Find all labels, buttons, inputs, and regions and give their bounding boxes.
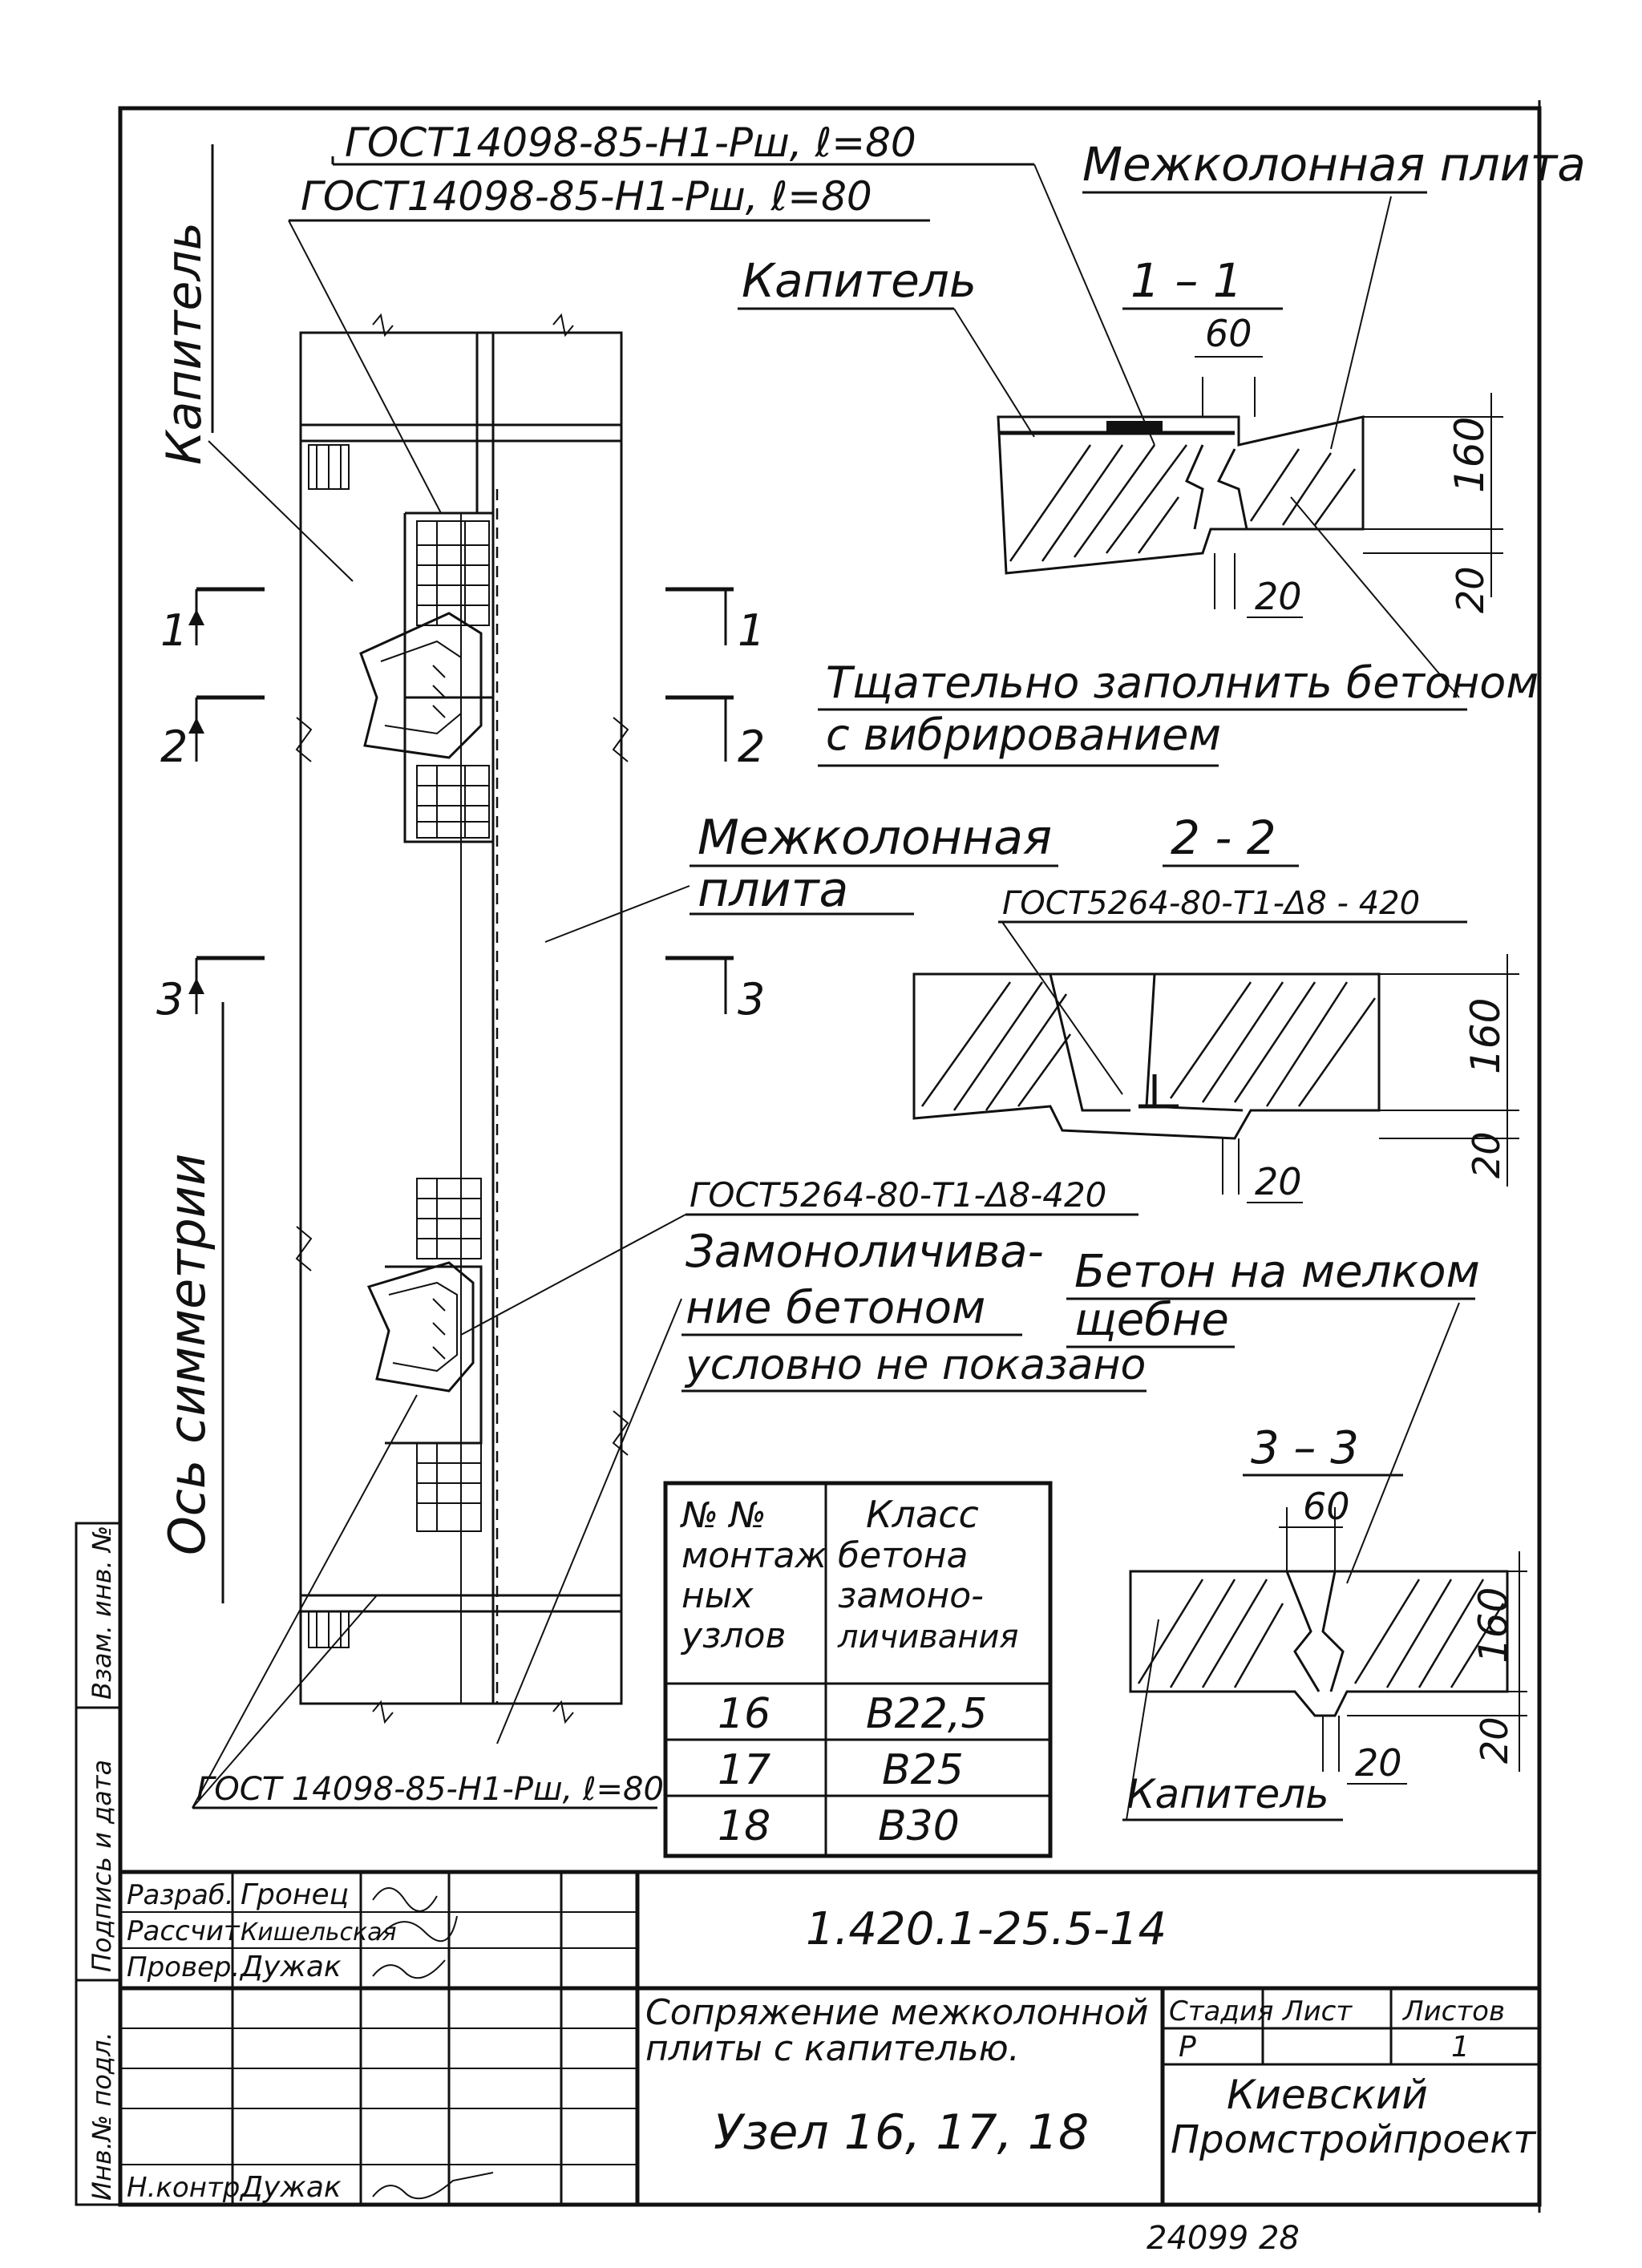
desc-line-2: плиты с капителью.	[645, 2028, 1020, 2069]
sheet-header: Лист	[1281, 1995, 1353, 2027]
table-grade-16: В22,5	[866, 1690, 987, 1738]
role-calculated: Рассчит.	[127, 1915, 249, 1947]
stage-header: Стадия	[1169, 1995, 1273, 2027]
dim-20-mid-h: 20	[1255, 1160, 1302, 1203]
cut-1-left: 1	[160, 605, 188, 656]
role-norm-control: Н.контр.	[127, 2172, 249, 2204]
section-2-2: 160 20	[912, 954, 1519, 1195]
gost-note-top-1: ГОСТ14098-85-Н1-Рш, ℓ=80	[331, 119, 1155, 446]
interslab-label-top: Межколонная плита	[1082, 137, 1586, 192]
dim-20-low-v: 20	[1473, 1716, 1516, 1764]
gost-note-top-2: ГОСТ14098-85-Н1-Рш, ℓ=80	[288, 173, 930, 514]
note-fine-concrete-1: Бетон на мелком	[1074, 1246, 1480, 1298]
interslab-mid-1: Межколонная	[698, 810, 1052, 866]
footer-number: 24099 28	[1147, 2220, 1300, 2257]
note-monolith-2: ние бетоном	[686, 1282, 985, 1334]
dim-20-mid-v: 20	[1465, 1131, 1508, 1178]
gost-weld-label-4: ГОСТ5264-80-Т1-Δ8-420	[690, 1175, 1106, 1215]
dim-60-top: 60	[1205, 312, 1252, 355]
section-3-3-title: 3 – 3	[1251, 1422, 1359, 1474]
sheets-value: 1	[1451, 2031, 1470, 2064]
capital-label-low: Капитель	[1126, 1771, 1329, 1817]
section-1-1: 60 160 20 20	[997, 312, 1503, 698]
signature-3	[372, 1959, 446, 1979]
desc-line-1: Сопряжение межколонной	[645, 1992, 1148, 2033]
cut-2-right: 2	[738, 722, 765, 772]
dim-60-low: 60	[1303, 1485, 1350, 1528]
concrete-class-table	[663, 1481, 1053, 1858]
note-fill-concrete: Тщательно заполнить бетоном	[826, 657, 1539, 708]
table-node-16: 16	[718, 1690, 770, 1738]
axis-vertical-label: Ось симметрии	[158, 1154, 216, 1555]
sheets-header: Листов	[1401, 1995, 1505, 2027]
cut-3-right: 3	[738, 974, 765, 1025]
side-replace-label: Взам. инв. №	[87, 1526, 117, 1700]
section-2-2-title: 2 - 2	[1171, 811, 1276, 865]
note-monolith-3: условно не показано	[684, 1341, 1146, 1389]
section-1-1-title: 1 – 1	[1130, 253, 1243, 308]
table-header-left-1: № №	[679, 1495, 766, 1536]
note-monolith-1: Замоноличива-	[686, 1226, 1044, 1278]
dim-160-mid: 160	[1462, 998, 1509, 1074]
org-line-1: Киевский	[1227, 2072, 1428, 2118]
org-line-2: Промстройпроект	[1171, 2117, 1537, 2162]
table-node-18: 18	[718, 1802, 770, 1850]
cut-2-left: 2	[160, 722, 188, 772]
cut-3-left: 3	[156, 974, 184, 1025]
dim-20-top-v: 20	[1449, 566, 1492, 613]
note-with-vibration: с вибрированием	[826, 710, 1221, 760]
side-signature-label: Подпись и дата	[87, 1760, 117, 1972]
capital-label-top: Капитель	[742, 253, 977, 308]
cut-markers: 1 1 2 2 3 3	[156, 587, 765, 1025]
signature-4	[372, 2172, 494, 2200]
node-title: Узел 16, 17, 18	[714, 2104, 1089, 2161]
side-inv-label: Инв.№ подл.	[87, 2031, 117, 2201]
table-header-left-4: узлов	[680, 1615, 786, 1656]
cut-1-right: 1	[738, 605, 765, 656]
dim-20-top-h: 20	[1255, 575, 1302, 618]
capital-vertical-label: Капитель	[156, 222, 212, 465]
drawing-code: 1.420.1-25.5-14	[806, 1903, 1167, 1955]
name-checker: Дужак	[239, 1951, 342, 1983]
interslab-mid-2: плита	[698, 862, 848, 918]
table-header-right-1: Класс	[866, 1493, 979, 1536]
table-header-left-2: монтаж	[681, 1535, 827, 1576]
dim-160-low: 160	[1470, 1587, 1517, 1664]
table-header-left-3: ных	[681, 1575, 754, 1616]
table-header-right-3: замоно-	[838, 1575, 984, 1616]
section-3-3: 60 160 20 20	[1129, 1485, 1527, 1785]
gost-weld-label-1: ГОСТ14098-85-Н1-Рш, ℓ=80	[345, 119, 916, 166]
plan-view	[295, 313, 629, 1724]
stage-value: Р	[1179, 2031, 1196, 2064]
signature-1	[372, 1887, 438, 1912]
gost-weld-label-5: ГОСТ 14098-85-Н1-Рш, ℓ=80	[196, 1771, 664, 1808]
name-calculator: Кишельская	[241, 1918, 397, 1947]
dim-20-low-h: 20	[1355, 1741, 1402, 1785]
gost-weld-label-3: ГОСТ5264-80-Т1-Δ8 - 420	[1002, 885, 1420, 922]
name-developer: Гронец	[241, 1878, 349, 1911]
gost-weld-label-2: ГОСТ14098-85-Н1-Рш, ℓ=80	[301, 173, 872, 220]
role-checked: Провер.	[127, 1951, 240, 1983]
table-grade-18: В30	[878, 1802, 960, 1850]
note-fine-concrete-2: щебне	[1074, 1294, 1229, 1346]
table-grade-17: В25	[882, 1746, 964, 1794]
dim-160-top: 160	[1446, 417, 1493, 493]
signature-2	[376, 1915, 458, 1943]
table-header-right-4: личивания	[837, 1619, 1019, 1656]
name-norm-controller: Дужак	[239, 2171, 342, 2204]
table-header-right-2: бетона	[838, 1535, 969, 1576]
role-developed: Разраб.	[127, 1879, 234, 1911]
title-block	[75, 1522, 1539, 2206]
table-node-17: 17	[718, 1746, 770, 1794]
